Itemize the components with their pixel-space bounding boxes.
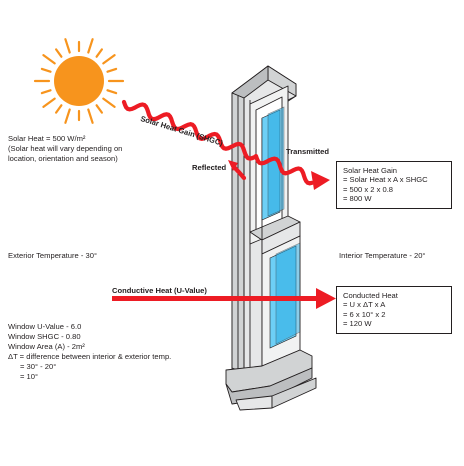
interior-temperature: Interior Temperature - 20° xyxy=(339,251,426,260)
solar-heat-gain-box: Solar Heat Gain = Solar Heat x A x SHGC … xyxy=(336,161,452,209)
conducted-formula: = U x ΔT x A xyxy=(343,300,386,310)
reflected-label: Reflected xyxy=(192,163,227,172)
conductive-heat-label: Conductive Heat (U-Value) xyxy=(112,286,207,295)
solar-heat-note-2: location, orientation and season) xyxy=(8,154,118,163)
conducted-title: Conducted Heat xyxy=(343,291,398,300)
solar-gain-substitution: = 500 x 2 x 0.8 xyxy=(343,184,394,194)
sun-ray xyxy=(102,97,116,109)
sun-ray xyxy=(106,67,118,73)
sun-ray xyxy=(42,53,56,65)
solar-heat-note-1: (Solar heat will vary depending on xyxy=(8,144,123,153)
sun-ray xyxy=(87,108,94,124)
sun-ray xyxy=(54,104,63,114)
transmitted-arrowhead xyxy=(311,171,330,190)
exterior-temperature: Exterior Temperature - 30° xyxy=(8,251,97,260)
window-shgc: Window SHGC - 0.80 xyxy=(8,332,81,341)
conductive-heat-arrow xyxy=(112,288,336,309)
sun-icon xyxy=(33,38,125,124)
sun-ray xyxy=(54,48,63,58)
sun-ray xyxy=(40,67,52,73)
delta-t-calc-1: = 30° - 20° xyxy=(20,362,57,371)
transmitted-label: Transmitted xyxy=(286,147,330,156)
sun-ray xyxy=(42,97,56,109)
delta-t-definition: ΔT = difference between interior & exter… xyxy=(8,352,172,361)
sun-ray xyxy=(64,38,71,54)
conducted-result: = 120 W xyxy=(343,319,372,329)
delta-t-calc-2: = 10° xyxy=(20,372,39,381)
solar-gain-formula: = Solar Heat x A x SHGC xyxy=(343,175,428,185)
window-u-value: Window U-Value - 6.0 xyxy=(8,322,82,331)
conducted-heat-box: Conducted Heat = U x ΔT x A = 6 x 10° x … xyxy=(336,286,452,334)
sun-ray xyxy=(102,53,116,65)
sun-ray xyxy=(87,38,94,54)
conducted-substitution: = 6 x 10° x 2 xyxy=(343,309,386,319)
sun-ray xyxy=(95,104,104,114)
reflected-arrowhead xyxy=(228,160,238,171)
solar-gain-result: = 800 W xyxy=(343,194,372,204)
sun-ray xyxy=(106,89,118,95)
sun-ray xyxy=(64,108,71,124)
sun-ray xyxy=(40,89,52,95)
solar-heat-value: Solar Heat = 500 W/m² xyxy=(8,134,86,143)
solar-gain-title: Solar Heat Gain xyxy=(343,166,398,175)
window-area: Window Area (A) - 2m² xyxy=(8,342,85,351)
sun-ray xyxy=(95,48,104,58)
